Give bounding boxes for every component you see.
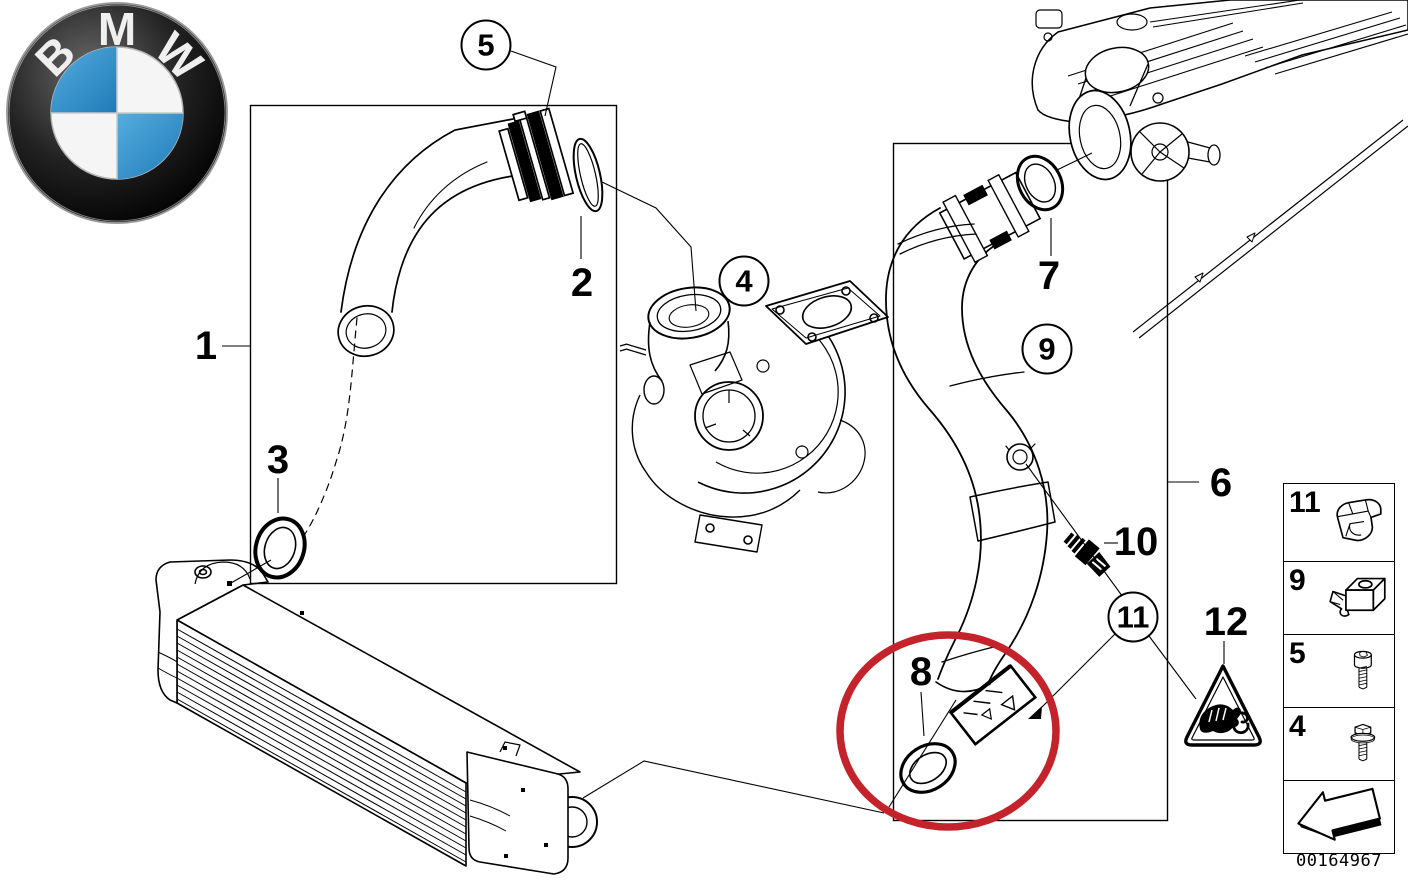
legend-label-9: 9: [1289, 564, 1306, 597]
callout-1[interactable]: 1: [194, 324, 218, 368]
temperature-sensor-drawing: [1063, 532, 1111, 577]
direction-arrow-icon: [1297, 787, 1382, 841]
warning-triangle-icon: [1184, 664, 1262, 747]
leader-lines: [222, 50, 1225, 814]
callout-7[interactable]: 7: [1037, 254, 1061, 298]
callout-10[interactable]: 10: [1113, 520, 1159, 564]
bmw-logo-icon: B M W: [6, 2, 228, 224]
callout-2[interactable]: 2: [570, 261, 594, 305]
legend-item-11[interactable]: 11: [1284, 484, 1394, 562]
callout-11[interactable]: 11: [1107, 591, 1159, 643]
socket-head-screw-icon: [1353, 650, 1372, 690]
logo-letter-m: M: [98, 3, 136, 55]
o-ring-3-drawing: [253, 516, 307, 580]
charge-air-hose-drawing: [304, 107, 604, 535]
legend-item-9[interactable]: 9: [1284, 562, 1394, 635]
callout-12[interactable]: 12: [1203, 600, 1249, 644]
callout-8[interactable]: 8: [909, 650, 933, 694]
profile-gasket-2-drawing: [572, 137, 604, 213]
valve-cover-drawing: [1031, 0, 1408, 339]
hardware-legend: 11 9 5 4: [1283, 483, 1395, 854]
callout-4[interactable]: 4: [718, 255, 770, 307]
charge-pipe-drawing: [885, 171, 1056, 693]
callout-9[interactable]: 9: [1021, 323, 1073, 375]
legend-label-11: 11: [1289, 486, 1321, 519]
legend-item-4[interactable]: 4: [1284, 708, 1394, 781]
callout-6[interactable]: 6: [1209, 461, 1233, 505]
turbocharger-drawing: [619, 280, 889, 553]
callout-5[interactable]: 5: [460, 19, 512, 71]
legend-direction-arrow: [1284, 781, 1394, 853]
o-ring-7-drawing: [1015, 154, 1065, 212]
cage-nut-icon: [1329, 577, 1386, 617]
bracket-clip-icon: [1336, 498, 1382, 541]
hose-bracket-drawing: [948, 664, 1038, 746]
group-box-1: [249, 104, 618, 585]
red-highlight-circle: [836, 631, 1060, 831]
hex-flange-bolt-icon: [1350, 723, 1376, 762]
diagram-number: 00164967: [1296, 851, 1382, 871]
legend-label-4: 4: [1289, 710, 1306, 743]
legend-item-5[interactable]: 5: [1284, 635, 1394, 708]
callout-3[interactable]: 3: [266, 438, 290, 482]
legend-label-5: 5: [1289, 637, 1306, 670]
intercooler-drawing: [155, 559, 598, 875]
